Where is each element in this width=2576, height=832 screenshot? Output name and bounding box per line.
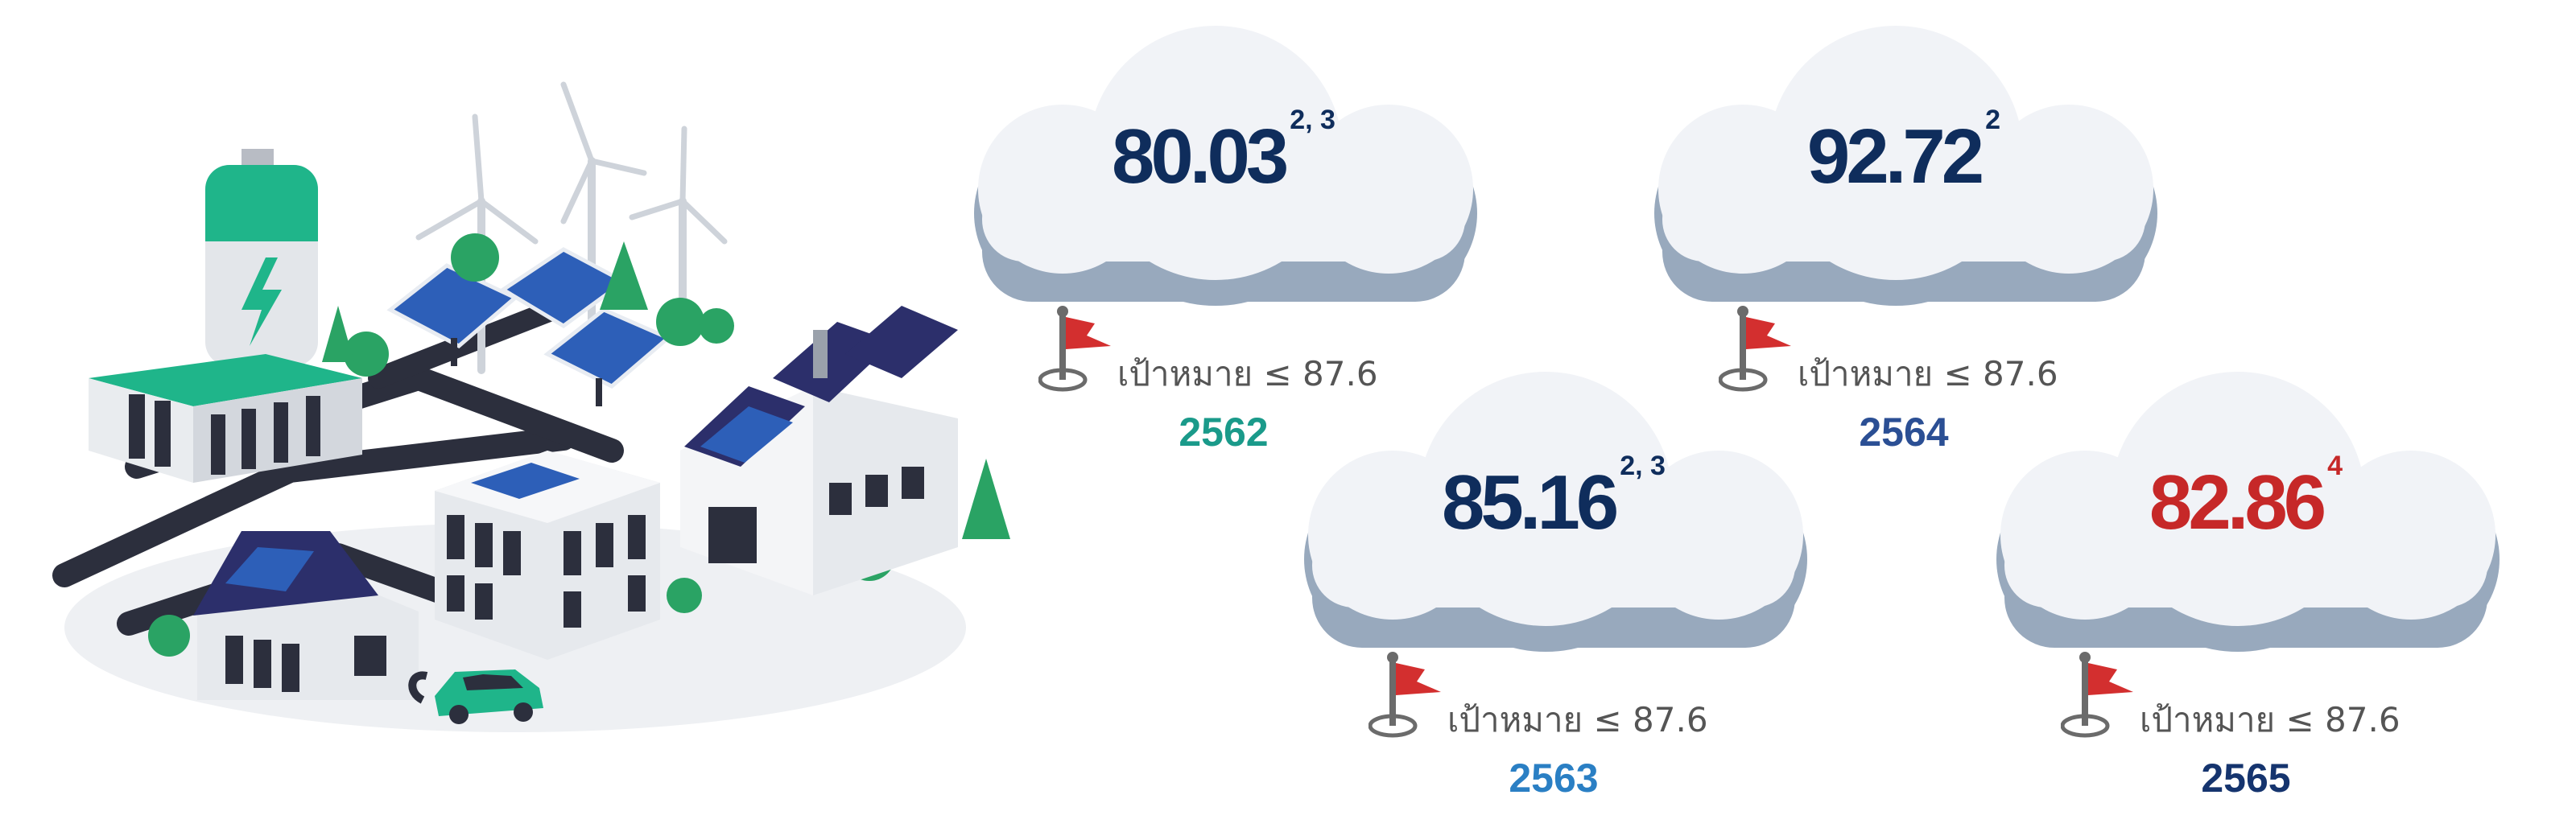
solar-panel-icon	[386, 247, 672, 406]
electric-car-icon	[408, 669, 543, 724]
flag-icon	[2061, 652, 2133, 738]
flag-icon	[1719, 306, 1791, 392]
cloud-icon	[974, 26, 1477, 306]
factory-icon	[680, 306, 958, 595]
year-label: 2564	[1859, 410, 1949, 455]
metric-value: 92.72	[1806, 113, 1984, 200]
footnote-marker: 2, 3	[1290, 105, 1335, 135]
flag-icon	[1368, 652, 1441, 738]
house-icon	[193, 531, 419, 700]
metric-value: 82.86	[2149, 459, 2326, 546]
cloud-icon	[1304, 372, 1807, 652]
target-label: เป้าหมาย ≤ 87.6	[1117, 354, 1378, 393]
cloud-icon	[1654, 26, 2157, 306]
target-label: เป้าหมาย ≤ 87.6	[1798, 354, 2058, 393]
battery-rack-icon	[89, 354, 362, 483]
target-label: เป้าหมาย ≤ 87.6	[2140, 700, 2401, 739]
footnote-marker: 2, 3	[1620, 451, 1666, 481]
footnote-marker: 2	[1985, 105, 2001, 135]
renewable-energy-illustration	[52, 81, 1010, 732]
year-label: 2562	[1179, 410, 1269, 455]
footnote-marker: 4	[2327, 451, 2343, 481]
flag-icon	[1038, 306, 1111, 392]
metric-value: 80.03	[1112, 113, 1289, 200]
office-building-icon	[435, 451, 660, 660]
cloud-icon	[1996, 372, 2500, 652]
target-label: เป้าหมาย ≤ 87.6	[1447, 700, 1708, 739]
year-label: 2565	[2201, 756, 2291, 801]
metric-value: 85.16	[1442, 459, 1619, 546]
battery-icon	[205, 149, 318, 366]
year-label: 2563	[1509, 756, 1599, 801]
